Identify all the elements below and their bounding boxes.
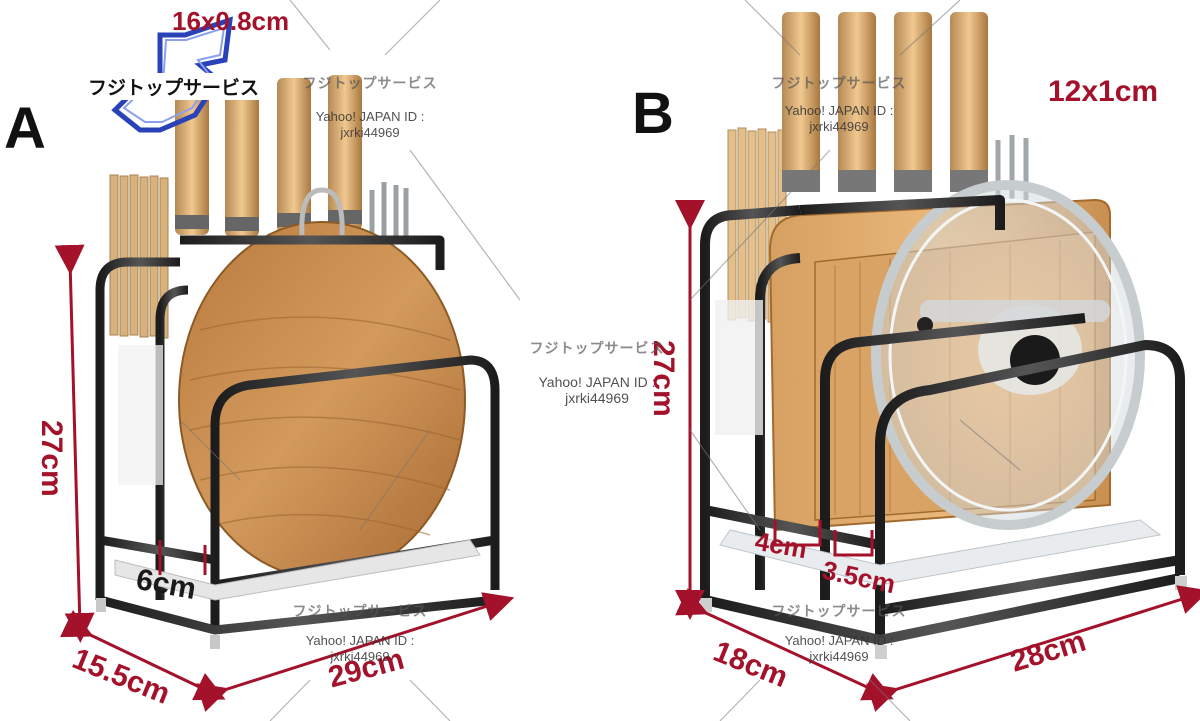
label-a: A [4, 96, 46, 161]
watermark-5-brand: フジトップサービス [771, 603, 907, 619]
watermark-5-line2: jxrki44969 [809, 649, 869, 664]
watermark-5: フジトップサービス Yahoo! JAPAN ID : jxrki44969 [754, 603, 924, 665]
watermark-4-brand: フジトップサービス [292, 603, 428, 619]
rack-b [675, 12, 1200, 712]
watermark-4: フジトップサービス Yahoo! JAPAN ID : jxrki44969 [275, 603, 445, 665]
watermark-sticker: フジトップサービス [86, 73, 262, 100]
watermark-4-line1: Yahoo! JAPAN ID : [305, 633, 415, 648]
watermark-1-line1: Yahoo! JAPAN ID : [315, 109, 425, 124]
watermark-1: フジトップサービス Yahoo! JAPAN ID : jxrki44969 [290, 75, 450, 141]
watermark-3-line1: Yahoo! JAPAN ID : [538, 374, 656, 390]
watermark-2-brand: フジトップサービス [771, 75, 907, 91]
dim-b-handle: 12x1cm [1048, 75, 1159, 108]
watermark-3: フジトップサービス Yahoo! JAPAN ID : jxrki44969 [512, 340, 682, 406]
watermark-2: フジトップサービス Yahoo! JAPAN ID : jxrki44969 [754, 75, 924, 135]
watermark-5-line1: Yahoo! JAPAN ID : [784, 633, 894, 648]
dim-a-height: 27cm [35, 420, 68, 497]
watermark-2-line1: Yahoo! JAPAN ID : [784, 103, 894, 118]
watermark-3-brand: フジトップサービス [529, 340, 665, 356]
watermark-1-line2: jxrki44969 [340, 125, 400, 140]
label-b: B [632, 81, 674, 146]
dim-a-handle: 16x0.8cm [172, 6, 290, 36]
watermark-4-line2: jxrki44969 [330, 649, 390, 664]
watermark-3-line2: jxrki44969 [565, 390, 629, 406]
watermark-2-line2: jxrki44969 [809, 119, 869, 134]
rack-a [54, 16, 515, 712]
watermark-1-brand: フジトップサービス [302, 75, 438, 91]
